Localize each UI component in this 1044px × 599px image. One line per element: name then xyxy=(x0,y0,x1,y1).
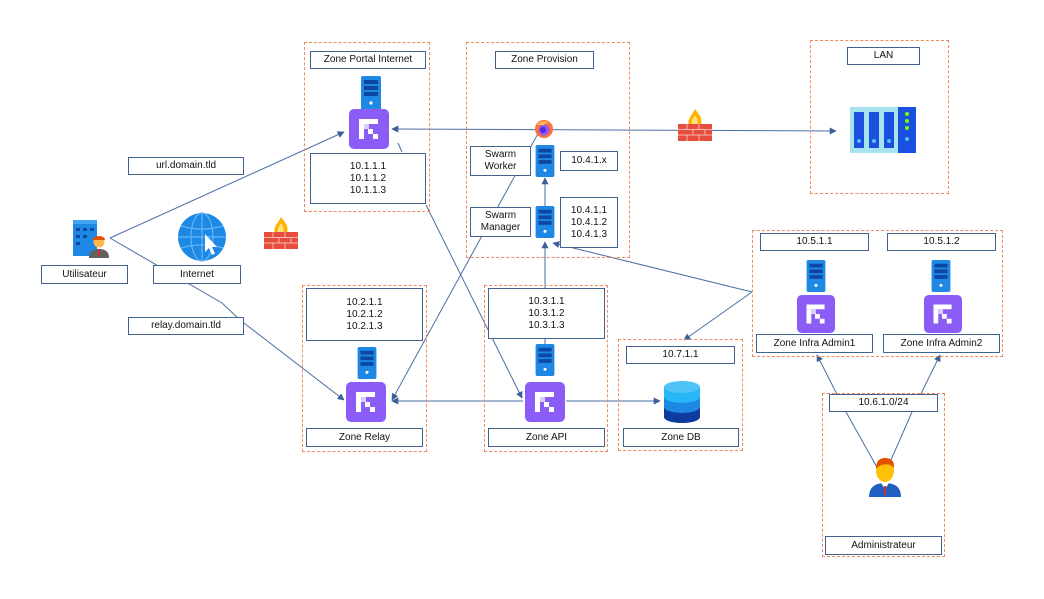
swarm-manager-label: Swarm Manager xyxy=(470,207,531,237)
app-tile-icon xyxy=(346,382,386,422)
infra-admin1-ip: 10.5.1.1 xyxy=(760,233,869,251)
server-icon xyxy=(931,260,951,292)
server-icon xyxy=(535,206,555,238)
server-icon xyxy=(535,145,555,177)
firefox-icon xyxy=(535,120,553,138)
zone-relay-title: Zone Relay xyxy=(306,428,423,447)
firewall-icon xyxy=(678,109,712,141)
admin-subnet: 10.6.1.0/24 xyxy=(829,394,938,412)
server-icon xyxy=(535,344,555,376)
url-domain-label: url.domain.tld xyxy=(128,157,244,175)
storage-array-icon xyxy=(850,107,916,153)
wire-portal-api xyxy=(425,204,523,399)
wire-user-portal xyxy=(109,131,345,239)
zone-db xyxy=(618,339,743,451)
server-icon xyxy=(806,260,826,292)
zone-infra-admin1-title: Zone Infra Admin1 xyxy=(756,334,873,353)
zone-infra-admin xyxy=(752,230,1003,357)
zone-api-title: Zone API xyxy=(488,428,605,447)
zone-provision xyxy=(466,42,630,258)
zone-db-title: Zone DB xyxy=(623,428,739,447)
infra-admin2-ip: 10.5.1.2 xyxy=(887,233,996,251)
wire-infra-manager xyxy=(552,241,753,293)
portal-ip-list: 10.1.1.1 10.1.1.2 10.1.1.3 xyxy=(310,153,426,204)
zone-relay xyxy=(302,285,427,452)
administrateur-label: Administrateur xyxy=(825,536,942,555)
firewall-icon xyxy=(264,217,298,249)
server-icon xyxy=(357,347,377,379)
zone-administrateur xyxy=(822,393,945,557)
app-tile-icon xyxy=(525,382,565,422)
db-ip: 10.7.1.1 xyxy=(626,346,735,364)
app-tile-icon xyxy=(349,109,389,149)
database-icon xyxy=(664,381,700,423)
swarm-worker-label: Swarm Worker xyxy=(470,146,531,176)
api-ip-list: 10.3.1.1 10.3.1.2 10.3.1.3 xyxy=(488,288,605,339)
zone-api xyxy=(484,285,608,452)
wire-infra-db xyxy=(683,291,753,341)
zone-lan-title: LAN xyxy=(847,47,920,65)
wire-admin-infra1 xyxy=(816,354,884,479)
user-label: Utilisateur xyxy=(41,265,128,284)
zone-portal-internet xyxy=(304,42,430,212)
wire-admin-infra2 xyxy=(882,354,941,479)
zone-infra-admin2-title: Zone Infra Admin2 xyxy=(883,334,1000,353)
administrator-icon xyxy=(869,458,901,497)
swarm-worker-ip: 10.4.1.x xyxy=(560,151,618,171)
swarm-manager-ips: 10.4.1.1 10.4.1.2 10.4.1.3 xyxy=(560,197,618,248)
zone-portal-title: Zone Portal Internet xyxy=(310,51,426,69)
user-building-icon xyxy=(73,220,109,258)
app-tile-icon xyxy=(797,295,835,333)
app-tile-icon xyxy=(924,295,962,333)
relay-domain-label: relay.domain.tld xyxy=(128,317,244,335)
relay-ip-list: 10.2.1.1 10.2.1.2 10.2.1.3 xyxy=(306,288,423,341)
internet-globe-icon xyxy=(178,212,226,262)
internet-label: Internet xyxy=(153,265,241,284)
server-icon xyxy=(361,76,381,110)
zone-provision-title: Zone Provision xyxy=(495,51,594,69)
zone-lan xyxy=(810,40,949,194)
